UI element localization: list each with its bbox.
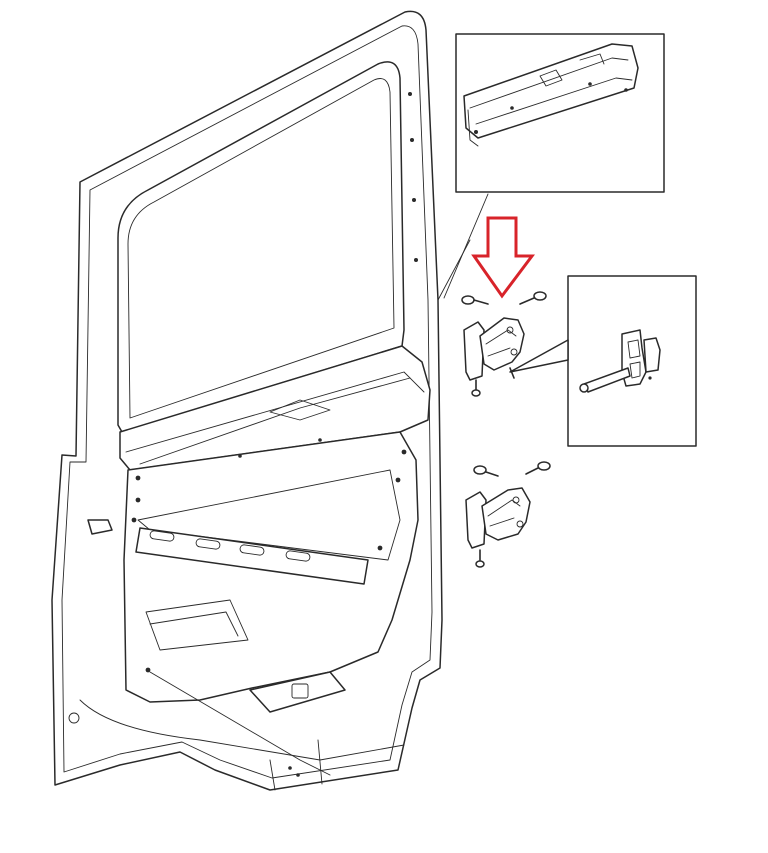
upper-reinforcement-bracket <box>463 43 639 147</box>
beltline-rail <box>119 345 431 471</box>
window-inner-edge <box>127 78 395 419</box>
red-arrow-down <box>471 216 535 299</box>
detail-frame-2 <box>567 275 697 447</box>
lower-hinge-bolt-1 <box>473 465 499 477</box>
lower-hinge-bolt-2 <box>525 461 551 475</box>
check-strap-detail <box>509 275 697 447</box>
cross-brace <box>135 527 369 585</box>
detail-callout-pointer <box>509 339 569 373</box>
detail-leader-1 <box>443 193 489 299</box>
upper-hinge-bolt-2 <box>519 291 547 305</box>
door-inner-flange <box>61 25 433 779</box>
door-frame-panel <box>51 10 471 791</box>
door-check-strap <box>579 329 661 393</box>
door-handle-recess <box>249 671 346 713</box>
mounting-holes <box>131 92 418 673</box>
lower-hinge <box>465 461 551 568</box>
window-opening <box>117 61 405 433</box>
upper-hinge-bolt-1 <box>461 295 489 305</box>
upper-hinge-screw <box>471 379 481 397</box>
lower-hinge-screw <box>475 549 485 568</box>
reinforcement-bracket-detail <box>455 33 665 193</box>
upper-hinge <box>461 291 547 397</box>
